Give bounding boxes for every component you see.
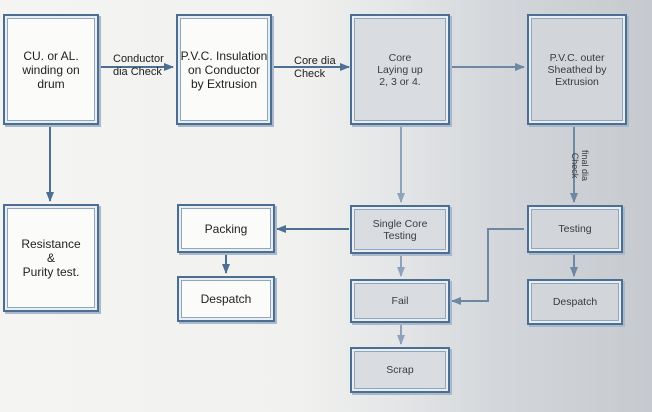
conductor-check-label: Conductor dia Check [113, 53, 164, 78]
despatch-right-node: Despatch [527, 279, 623, 325]
fail-label: Fail [391, 295, 409, 307]
packing-node: Packing [177, 204, 275, 253]
winding-label: CU. or AL. winding on drum [22, 48, 80, 91]
packing-label: Packing [204, 221, 248, 236]
single-core-testing-node: Single Core Testing [350, 205, 450, 254]
fail-node: Fail [350, 279, 450, 323]
core-laying-label: Core Laying up 2, 3 or 4. [377, 51, 423, 88]
resistance-label: Resistance & Purity test. [21, 237, 81, 279]
core-laying-node: Core Laying up 2, 3 or 4. [350, 14, 450, 125]
outer-sheath-node: P.V.C. outer Sheathed by Extrusion [527, 14, 627, 125]
single-core-testing-label: Single Core Testing [372, 217, 428, 242]
insulation-node: P.V.C. Insulation on Conductor by Extrus… [176, 14, 272, 125]
scrap-node: Scrap [350, 347, 450, 393]
arrow-testing-to-fail [451, 228, 524, 305]
outer-sheath-label: P.V.C. outer Sheathed by Extrusion [547, 51, 607, 88]
despatch-right-label: Despatch [552, 296, 598, 308]
despatch-left-node: Despatch [177, 276, 275, 322]
insulation-label: P.V.C. Insulation on Conductor by Extrus… [180, 48, 268, 91]
resistance-node: Resistance & Purity test. [3, 204, 99, 312]
core-dia-check-label: Core dia Check [294, 55, 336, 80]
final-dia-check-label: final dia Check [570, 150, 590, 182]
testing-label: Testing [558, 223, 592, 235]
winding-node: CU. or AL. winding on drum [3, 14, 99, 125]
testing-node: Testing [527, 205, 623, 253]
despatch-left-label: Despatch [200, 292, 252, 306]
scrap-label: Scrap [386, 364, 414, 376]
